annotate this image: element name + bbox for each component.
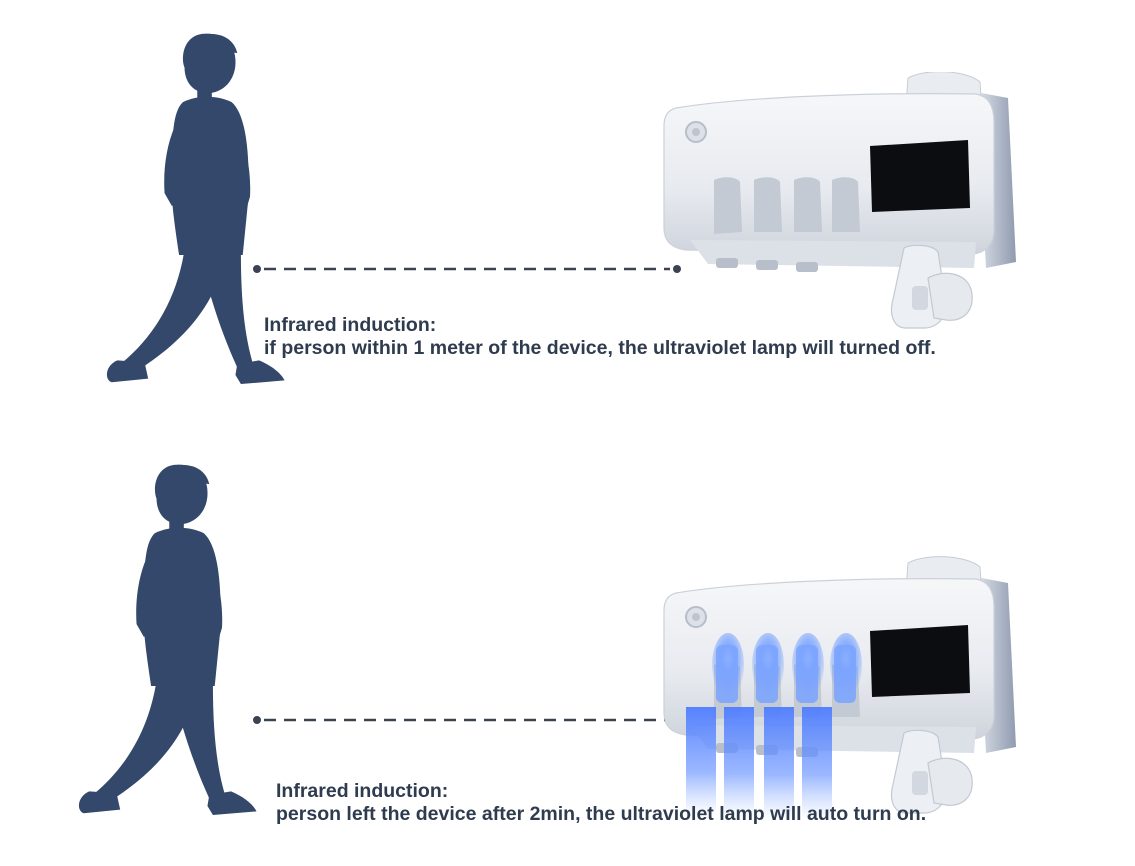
scene-uv-off: Infrared induction: if person within 1 m… (0, 0, 1135, 433)
walking-person-icon (62, 443, 262, 838)
caption-title: Infrared induction: (276, 780, 449, 802)
caption-uv-off: Infrared induction: if person within 1 m… (264, 314, 936, 360)
infrared-detection-line (253, 265, 681, 273)
walking-person-icon (90, 12, 290, 407)
caption-body: if person within 1 meter of the device, … (264, 337, 936, 359)
caption-body: person left the device after 2min, the u… (276, 803, 927, 825)
toothbrush-sterilizer-device (656, 72, 1036, 332)
infrared-detection-line (253, 716, 681, 724)
toothbrush-sterilizer-device (656, 537, 1036, 819)
uv-light-glow (686, 633, 862, 819)
caption-uv-on: Infrared induction: person left the devi… (276, 780, 926, 826)
scene-uv-on: Infrared induction: person left the devi… (0, 433, 1135, 866)
caption-title: Infrared induction: (264, 314, 437, 336)
